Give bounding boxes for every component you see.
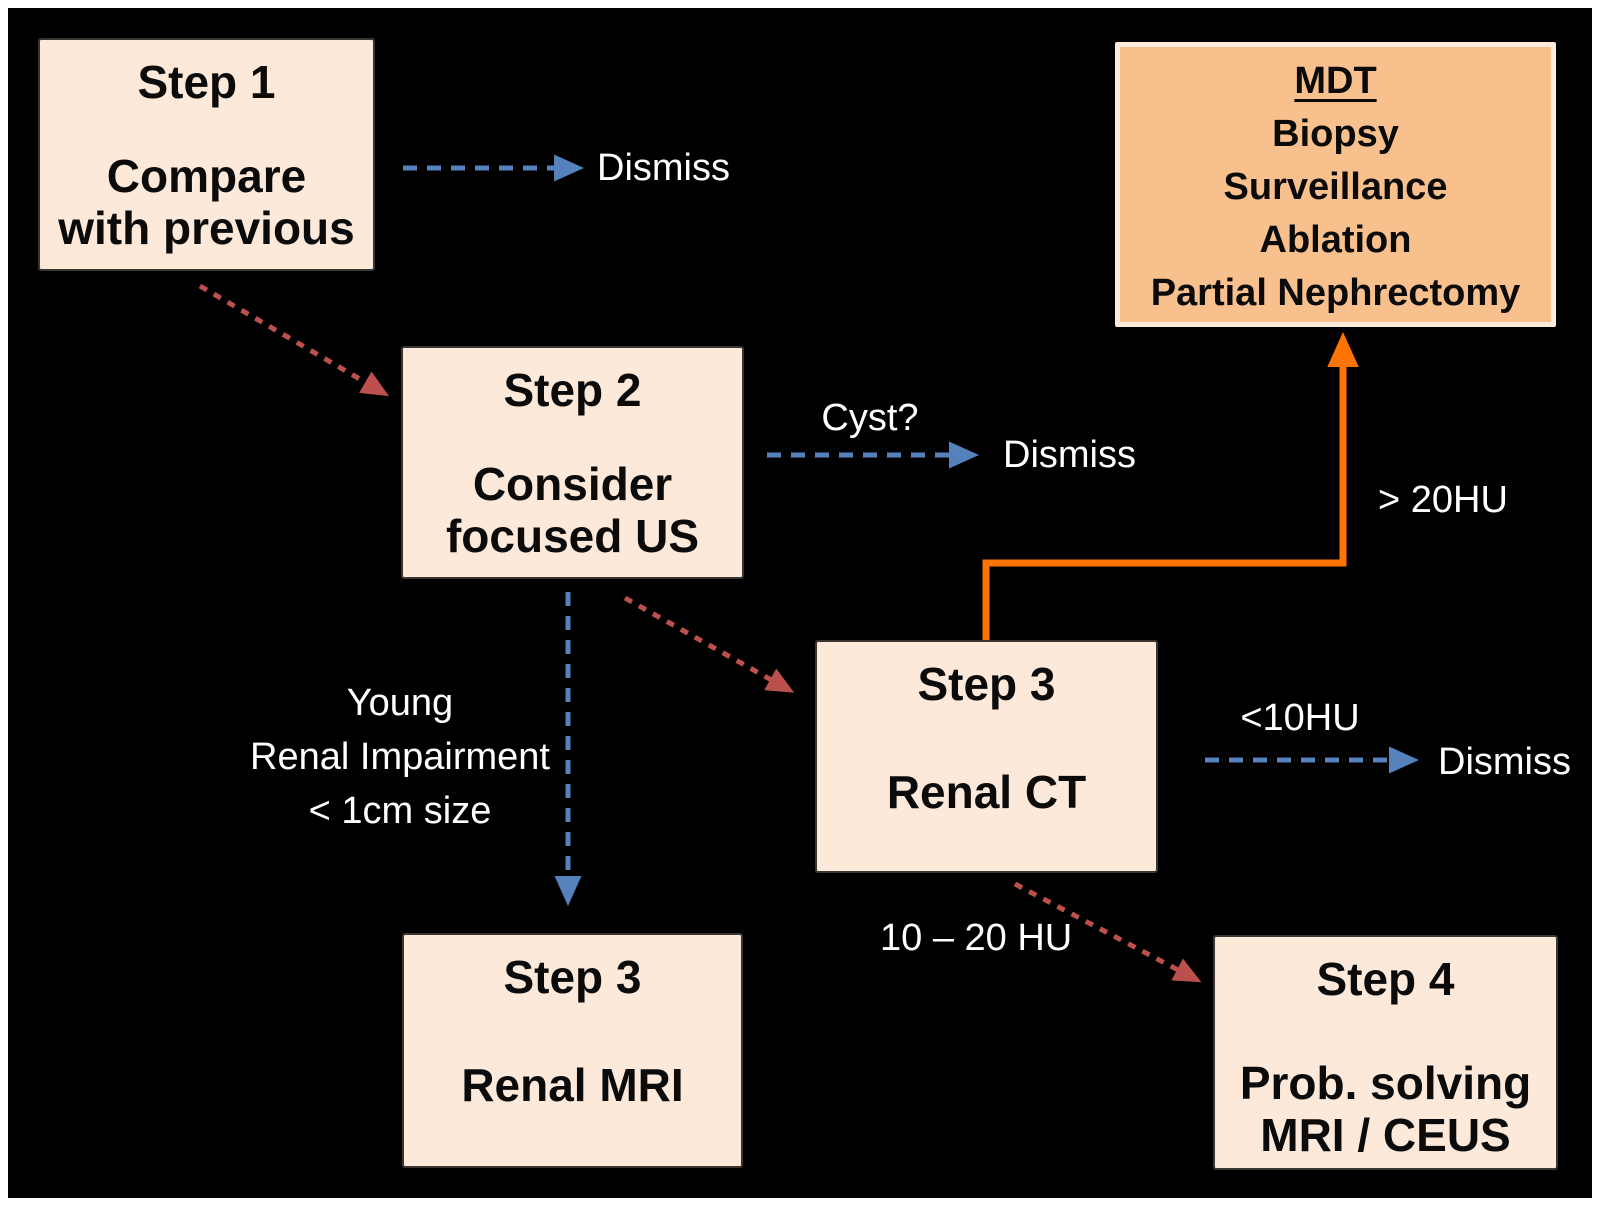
label-lt10hu: <10HU <box>1240 697 1360 739</box>
node-step1-title: Step 1 <box>137 56 276 108</box>
node-step3-ct: Step 3 Renal CT <box>815 640 1158 873</box>
arrow-ct-mdt <box>982 332 1359 641</box>
node-step3-mri-title: Step 3 <box>503 951 642 1003</box>
node-mdt-item-ablation: Ablation <box>1259 219 1412 261</box>
node-step3-ct-body: Renal CT <box>886 766 1087 818</box>
node-step3-mri-body: Renal MRI <box>461 1059 684 1111</box>
label-dismiss-2: Dismiss <box>1003 434 1136 476</box>
label-gt20hu: > 20HU <box>1378 479 1508 521</box>
label-10-20-hu: 10 – 20 HU <box>880 917 1073 959</box>
node-mdt: MDT Biopsy Surveillance Ablation Partial… <box>1115 42 1556 327</box>
node-step3-ct-title: Step 3 <box>917 658 1056 710</box>
node-step4: Step 4 Prob. solving MRI / CEUS <box>1213 935 1558 1170</box>
node-step4-title: Step 4 <box>1316 953 1455 1005</box>
node-step2: Step 2 Consider focused US <box>401 346 744 579</box>
label-young-line2: Renal Impairment <box>250 736 550 778</box>
label-young-line1: Young <box>346 682 454 724</box>
label-dismiss-1: Dismiss <box>597 147 730 189</box>
node-step2-body: Consider focused US <box>445 458 700 562</box>
node-mdt-title: MDT <box>1294 60 1377 102</box>
node-mdt-item-biopsy: Biopsy <box>1272 113 1399 155</box>
node-step1-body: Compare with previous <box>58 150 355 254</box>
node-mdt-item-partial-nephrectomy: Partial Nephrectomy <box>1150 272 1521 314</box>
node-step4-body-line1: Prob. solving <box>1239 1057 1532 1109</box>
arrow-step2-ct <box>623 595 795 693</box>
label-dismiss-3: Dismiss <box>1438 741 1571 783</box>
node-step1: Step 1 Compare with previous <box>38 38 375 271</box>
arrow-step1-step2 <box>198 283 390 397</box>
node-mdt-item-surveillance: Surveillance <box>1223 166 1448 208</box>
label-cyst: Cyst? <box>821 397 919 439</box>
node-step2-title: Step 2 <box>503 364 642 416</box>
node-step4-body-line2: MRI / CEUS <box>1260 1109 1511 1161</box>
label-young-criteria: Young Renal Impairment < 1cm size <box>235 676 565 838</box>
label-young-line3: < 1cm size <box>308 790 492 832</box>
node-step3-mri: Step 3 Renal MRI <box>402 933 743 1168</box>
